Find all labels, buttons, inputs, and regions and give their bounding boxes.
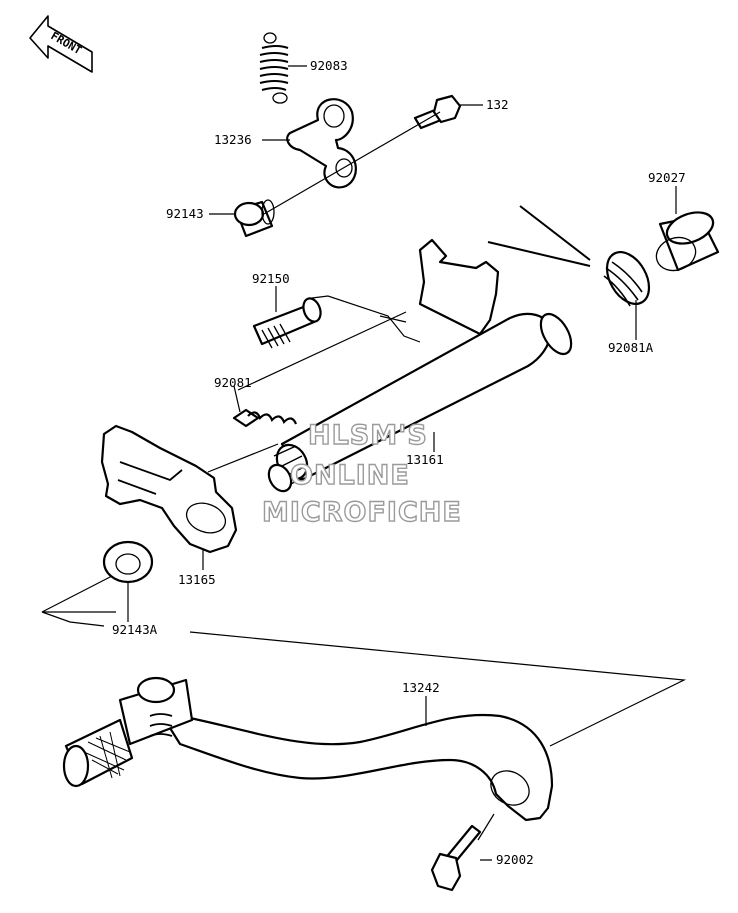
watermark: HLSM'S ONLINE MICROFICHE	[261, 419, 462, 528]
pin-92150[interactable]	[252, 296, 324, 349]
collar-92143[interactable]	[233, 199, 275, 238]
label-92081A: 92081A	[608, 340, 654, 355]
label-92081: 92081	[214, 375, 252, 390]
part-number-labels: 92083 132 13236 92143 92027 92150 92081A…	[112, 58, 686, 867]
shaft-13161[interactable]	[264, 238, 577, 495]
label-92143A: 92143A	[112, 622, 158, 637]
label-92143: 92143	[166, 206, 204, 221]
bolt-92002[interactable]	[430, 824, 482, 892]
label-132: 132	[486, 97, 509, 112]
plate-13165[interactable]	[100, 424, 238, 554]
collar-92027[interactable]	[652, 207, 720, 276]
leader-lines	[41, 65, 687, 861]
pedal-13242[interactable]	[62, 676, 554, 822]
label-13165: 13165	[178, 572, 216, 587]
label-92027: 92027	[648, 170, 686, 185]
watermark-line2: ONLINE	[290, 460, 410, 491]
label-92002: 92002	[496, 852, 534, 867]
label-13161: 13161	[406, 452, 444, 467]
watermark-line3: MICROFICHE	[262, 497, 462, 528]
label-92083: 92083	[310, 58, 348, 73]
label-13242: 13242	[402, 680, 440, 695]
watermark-line1: HLSM'S	[308, 420, 428, 451]
label-92150: 92150	[252, 271, 290, 286]
front-arrow-icon: FRONT	[29, 15, 93, 73]
label-13236: 13236	[214, 132, 252, 147]
spring-92081[interactable]	[232, 408, 298, 428]
spring-92081A[interactable]	[487, 205, 658, 311]
spring-92083[interactable]	[259, 32, 289, 104]
plate-13236[interactable]	[286, 98, 357, 189]
